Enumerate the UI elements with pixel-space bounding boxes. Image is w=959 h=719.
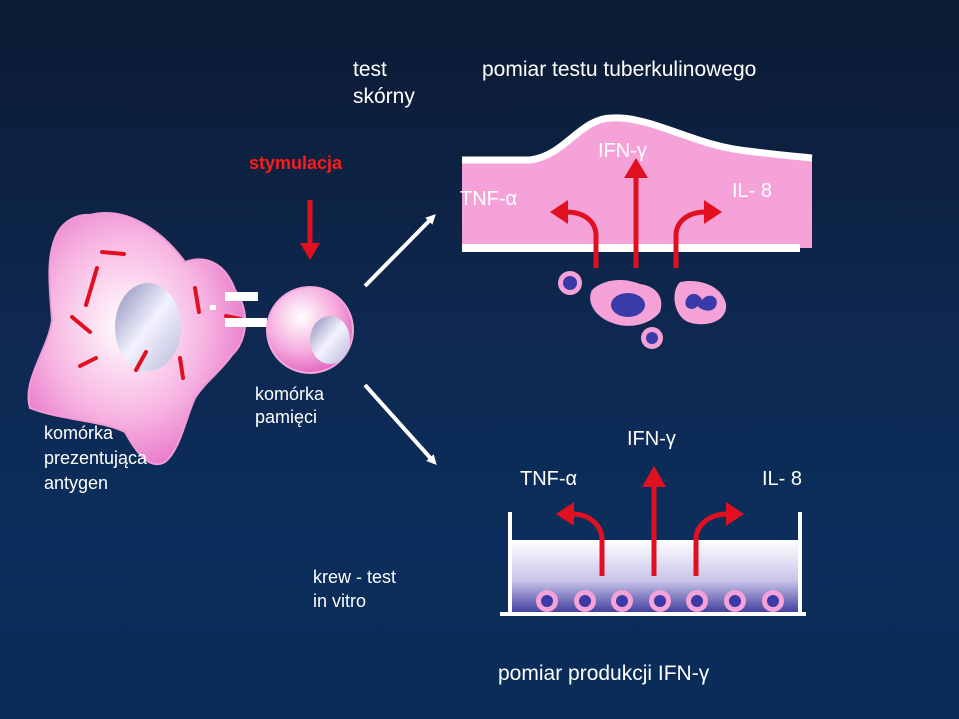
antigen-presenting-cell bbox=[27, 212, 267, 465]
stimulation-arrow bbox=[300, 200, 320, 260]
tnf-alpha-blood-label: TNF-α bbox=[520, 468, 578, 490]
memory-cell-line-1: komórka bbox=[255, 384, 325, 404]
blood-test-line-1: krew - test bbox=[313, 567, 397, 587]
tnf-alpha-skin-label: TNF-α bbox=[460, 188, 518, 210]
memory-cell bbox=[266, 286, 354, 374]
apc-line-2: prezentująca bbox=[44, 448, 148, 468]
well-cytokine-arrows bbox=[571, 485, 729, 576]
il8-skin-label: IL- 8 bbox=[732, 180, 773, 202]
apc-nucleus bbox=[115, 283, 181, 371]
memory-cell-nucleus bbox=[310, 316, 350, 364]
ifn-gamma-blood-label: IFN-γ bbox=[627, 428, 676, 450]
well-cells bbox=[536, 590, 784, 612]
apc-line-3: antygen bbox=[44, 473, 109, 493]
memory-cell-label: komórka pamięci bbox=[255, 383, 324, 429]
apc-label: komórka prezentująca antygen bbox=[44, 421, 147, 496]
skin-test-line-2: skórny bbox=[353, 85, 415, 108]
arrow-to-skin bbox=[363, 214, 436, 288]
apc-line-1: komórka bbox=[44, 423, 114, 443]
stimulation-label: stymulacja bbox=[249, 153, 343, 173]
skin-test-label: test skórny bbox=[353, 56, 415, 110]
ifn-gamma-skin-label: IFN-γ bbox=[598, 140, 647, 162]
arrow-to-blood bbox=[363, 383, 437, 465]
blood-test-line-2: in vitro bbox=[313, 591, 367, 611]
il8-blood-label: IL- 8 bbox=[762, 468, 803, 490]
memory-cell-line-2: pamięci bbox=[255, 407, 318, 427]
bacteria-marks bbox=[70, 250, 242, 380]
skin-test-line-1: test bbox=[353, 58, 387, 81]
ifn-production-label: pomiar produkcji IFN-γ bbox=[498, 662, 710, 685]
infiltrating-cells bbox=[558, 271, 727, 349]
receptor-link bbox=[210, 292, 267, 327]
blood-test-label: krew - test in vitro bbox=[313, 565, 396, 613]
skin-cytokine-arrows bbox=[565, 176, 707, 268]
tuberculin-measure-label: pomiar testu tuberkulinowego bbox=[482, 58, 757, 81]
